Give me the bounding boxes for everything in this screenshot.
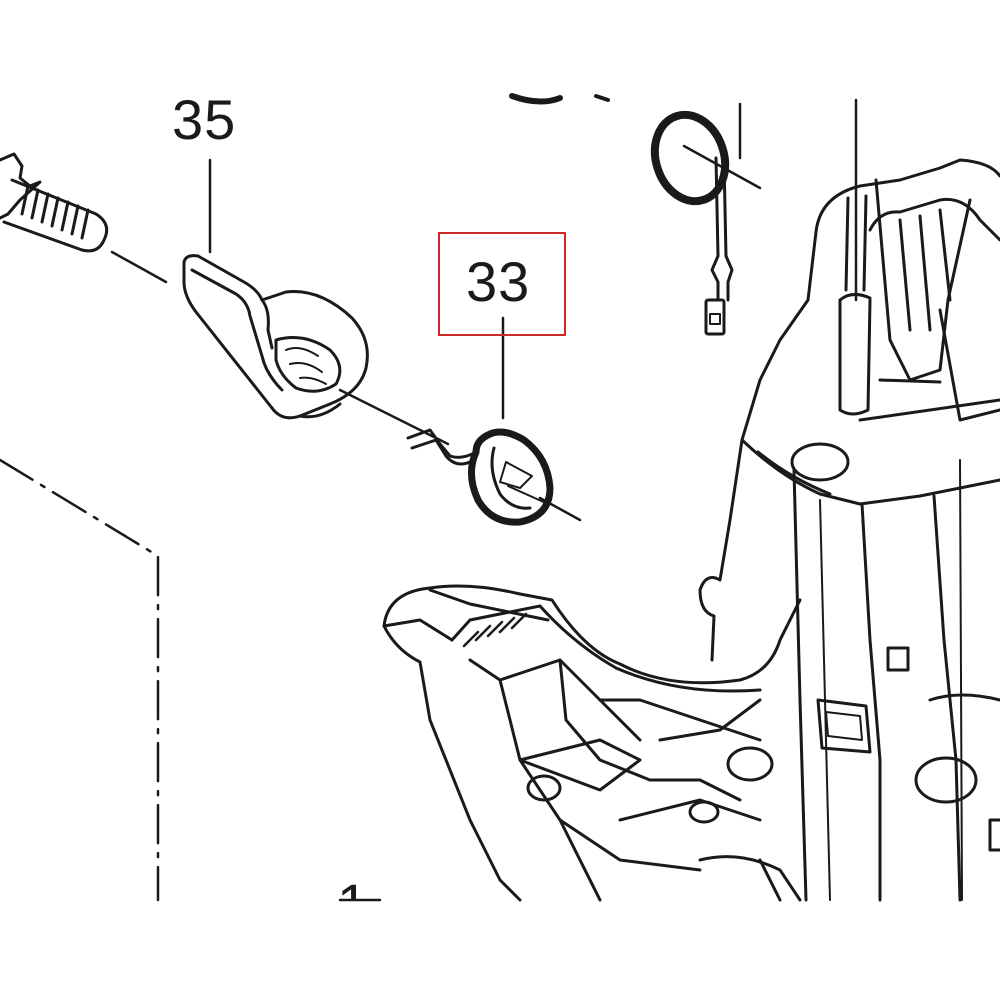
part-35-lever bbox=[182, 254, 369, 420]
highlight-box-33 bbox=[438, 232, 566, 336]
tool-housing bbox=[698, 158, 1000, 902]
callout-label-33: 33 bbox=[466, 250, 531, 313]
handle-housing bbox=[382, 584, 802, 902]
grommet-wire bbox=[509, 93, 762, 336]
part-33-spring bbox=[406, 428, 554, 526]
callout-label-35: 35 bbox=[172, 88, 237, 151]
center-line-dashdot bbox=[0, 458, 160, 902]
screw bbox=[0, 152, 168, 284]
